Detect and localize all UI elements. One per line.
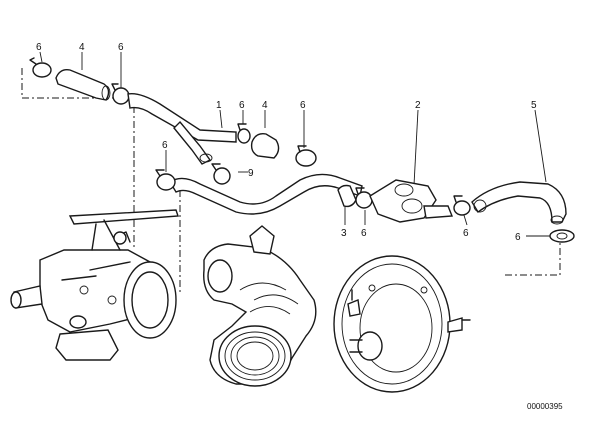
callout-9: 9 <box>248 168 254 179</box>
check-valve-2 <box>369 179 454 223</box>
hose-clamp-left <box>29 57 52 78</box>
hose-clamp-middle <box>295 145 317 167</box>
grommet-6 <box>549 229 575 243</box>
callout-6-lower-left: 6 <box>162 140 168 151</box>
hose-clamp-lower-left <box>155 169 176 191</box>
hose-4-left <box>55 68 111 101</box>
callout-5: 5 <box>531 100 537 111</box>
leader-lines <box>39 51 550 237</box>
clamp-9 <box>211 163 231 185</box>
callout-4-middle: 4 <box>262 100 268 111</box>
pipe-1 <box>127 93 237 165</box>
callout-2: 2 <box>415 100 421 111</box>
callout-6-middle: 6 <box>300 100 306 111</box>
throttle-body <box>10 209 179 361</box>
callout-6-grommet: 6 <box>515 232 521 243</box>
callout-labels: 6 4 6 1 6 4 6 2 5 6 9 3 6 6 6 <box>36 42 537 243</box>
callout-6-upper: 6 <box>118 42 124 53</box>
intake-boot <box>203 225 317 387</box>
callout-6-right: 6 <box>463 228 469 239</box>
callout-3: 3 <box>341 228 347 239</box>
callout-4-left: 4 <box>79 42 85 53</box>
document-id: 00000395 <box>527 402 563 411</box>
callout-6-near-1: 6 <box>239 100 245 111</box>
hose-4-middle <box>250 132 280 159</box>
callout-1: 1 <box>216 100 222 111</box>
clamp-near-pipe <box>237 123 251 144</box>
callout-6-top-left: 6 <box>36 42 42 53</box>
brake-booster <box>333 255 471 393</box>
hose-clamp-right <box>453 195 471 216</box>
hose-clamp-upper <box>111 83 130 105</box>
callout-6-near-3: 6 <box>361 228 367 239</box>
vacuum-line-lower <box>169 173 363 215</box>
hose-5 <box>471 181 567 225</box>
